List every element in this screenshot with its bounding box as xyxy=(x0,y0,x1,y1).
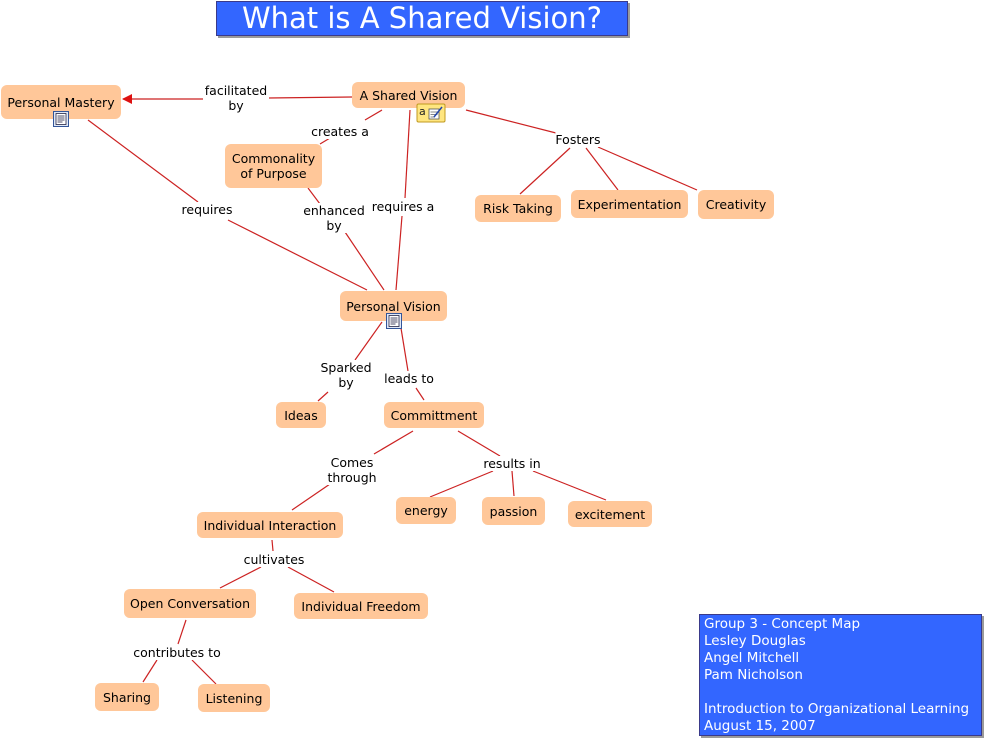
credits-box: Group 3 - Concept Map Lesley Douglas Ang… xyxy=(699,614,982,736)
link-fosters-creativity xyxy=(597,146,698,191)
link-committment-resultsin xyxy=(457,430,501,457)
link-contributes-sharing xyxy=(142,659,158,683)
link-cultivates-freedom xyxy=(287,566,335,593)
concept-shared-vision[interactable]: A Shared Vision xyxy=(352,82,465,108)
link-sharedvision-fosters xyxy=(465,109,557,134)
concept-open-conversation[interactable]: Open Conversation xyxy=(124,589,256,618)
concept-risk-taking[interactable]: Risk Taking xyxy=(475,195,561,222)
link-sharedvision-requiresa xyxy=(404,109,411,199)
label-requires-a: requires a xyxy=(371,199,435,214)
label-leads-to: leads to xyxy=(384,371,434,386)
concept-sharing[interactable]: Sharing xyxy=(95,683,159,711)
link-commonality-enhanced xyxy=(307,187,321,205)
label-sparked-by: Sparked by xyxy=(318,360,374,390)
label-fosters: Fosters xyxy=(555,132,601,147)
link-leadsto-committment xyxy=(415,387,425,401)
credits-line: Introduction to Organizational Learning xyxy=(704,701,970,717)
credits-line: August 15, 2007 xyxy=(704,718,816,734)
map-title: What is A Shared Vision? xyxy=(216,1,628,36)
credits-line: Angel Mitchell xyxy=(704,650,800,666)
link-resultsin-energy xyxy=(429,470,494,498)
credits-line: Pam Nicholson xyxy=(704,667,803,683)
link-resultsin-excitement xyxy=(532,470,607,501)
credits-line xyxy=(704,684,977,701)
link-fosters-experimentation xyxy=(585,147,619,191)
concept-excitement[interactable]: excitement xyxy=(568,501,652,527)
concept-committment[interactable]: Committment xyxy=(384,402,484,428)
concept-personal-mastery[interactable]: Personal Mastery xyxy=(1,85,121,119)
concept-energy[interactable]: energy xyxy=(396,497,456,524)
label-contributes-to: contributes to xyxy=(133,645,221,660)
concept-individual-freedom[interactable]: Individual Freedom xyxy=(294,593,428,619)
credits-line: Group 3 - Concept Map xyxy=(704,616,861,632)
label-creates-a: creates a xyxy=(311,124,369,139)
link-fosters-risktaking xyxy=(519,147,571,195)
link-enhanced-personalvision xyxy=(344,231,385,291)
concept-experimentation[interactable]: Experimentation xyxy=(571,190,688,218)
label-cultivates: cultivates xyxy=(243,552,305,567)
label-requires: requires xyxy=(181,202,233,217)
document-icon[interactable] xyxy=(53,111,69,127)
label-results-in: results in xyxy=(483,456,541,471)
link-contributes-listening xyxy=(191,659,217,685)
link-createsa-commonality xyxy=(319,137,331,145)
credits-line: Lesley Douglas xyxy=(704,633,806,649)
link-committment-comesthrough xyxy=(373,430,414,455)
link-resultsin-passion xyxy=(511,470,515,497)
label-enhanced-by: enhanced by xyxy=(301,203,367,233)
document-icon[interactable] xyxy=(386,313,402,329)
link-sharedvision-facilitated xyxy=(267,96,353,99)
link-personalvision-sparked xyxy=(354,321,383,361)
label-facilitated-by: facilitated by xyxy=(203,83,269,113)
link-sparked-ideas xyxy=(317,391,329,402)
link-openconversation-contributes xyxy=(177,619,187,645)
link-cultivates-openconversation xyxy=(219,566,262,589)
annotation-icon-letter: a xyxy=(419,105,426,118)
concept-individual-interaction[interactable]: Individual Interaction xyxy=(197,512,343,538)
concept-ideas[interactable]: Ideas xyxy=(276,402,326,428)
concept-listening[interactable]: Listening xyxy=(198,684,270,712)
link-requires-personalvision xyxy=(227,219,368,291)
annotation-icon[interactable]: a xyxy=(416,103,446,123)
concept-passion[interactable]: passion xyxy=(482,497,545,525)
link-comesthrough-interaction xyxy=(291,483,331,511)
link-interaction-cultivates xyxy=(271,539,274,552)
link-personalmastery-requires xyxy=(87,119,199,203)
label-comes-through: Comes through xyxy=(322,455,382,485)
concept-commonality-of-purpose[interactable]: Commonality of Purpose xyxy=(225,144,322,188)
link-sharedvision-createsa xyxy=(364,109,383,121)
concept-creativity[interactable]: Creativity xyxy=(698,190,774,219)
link-requiresa-personalvision xyxy=(395,215,403,291)
link-personalvision-leadsto xyxy=(399,321,409,372)
